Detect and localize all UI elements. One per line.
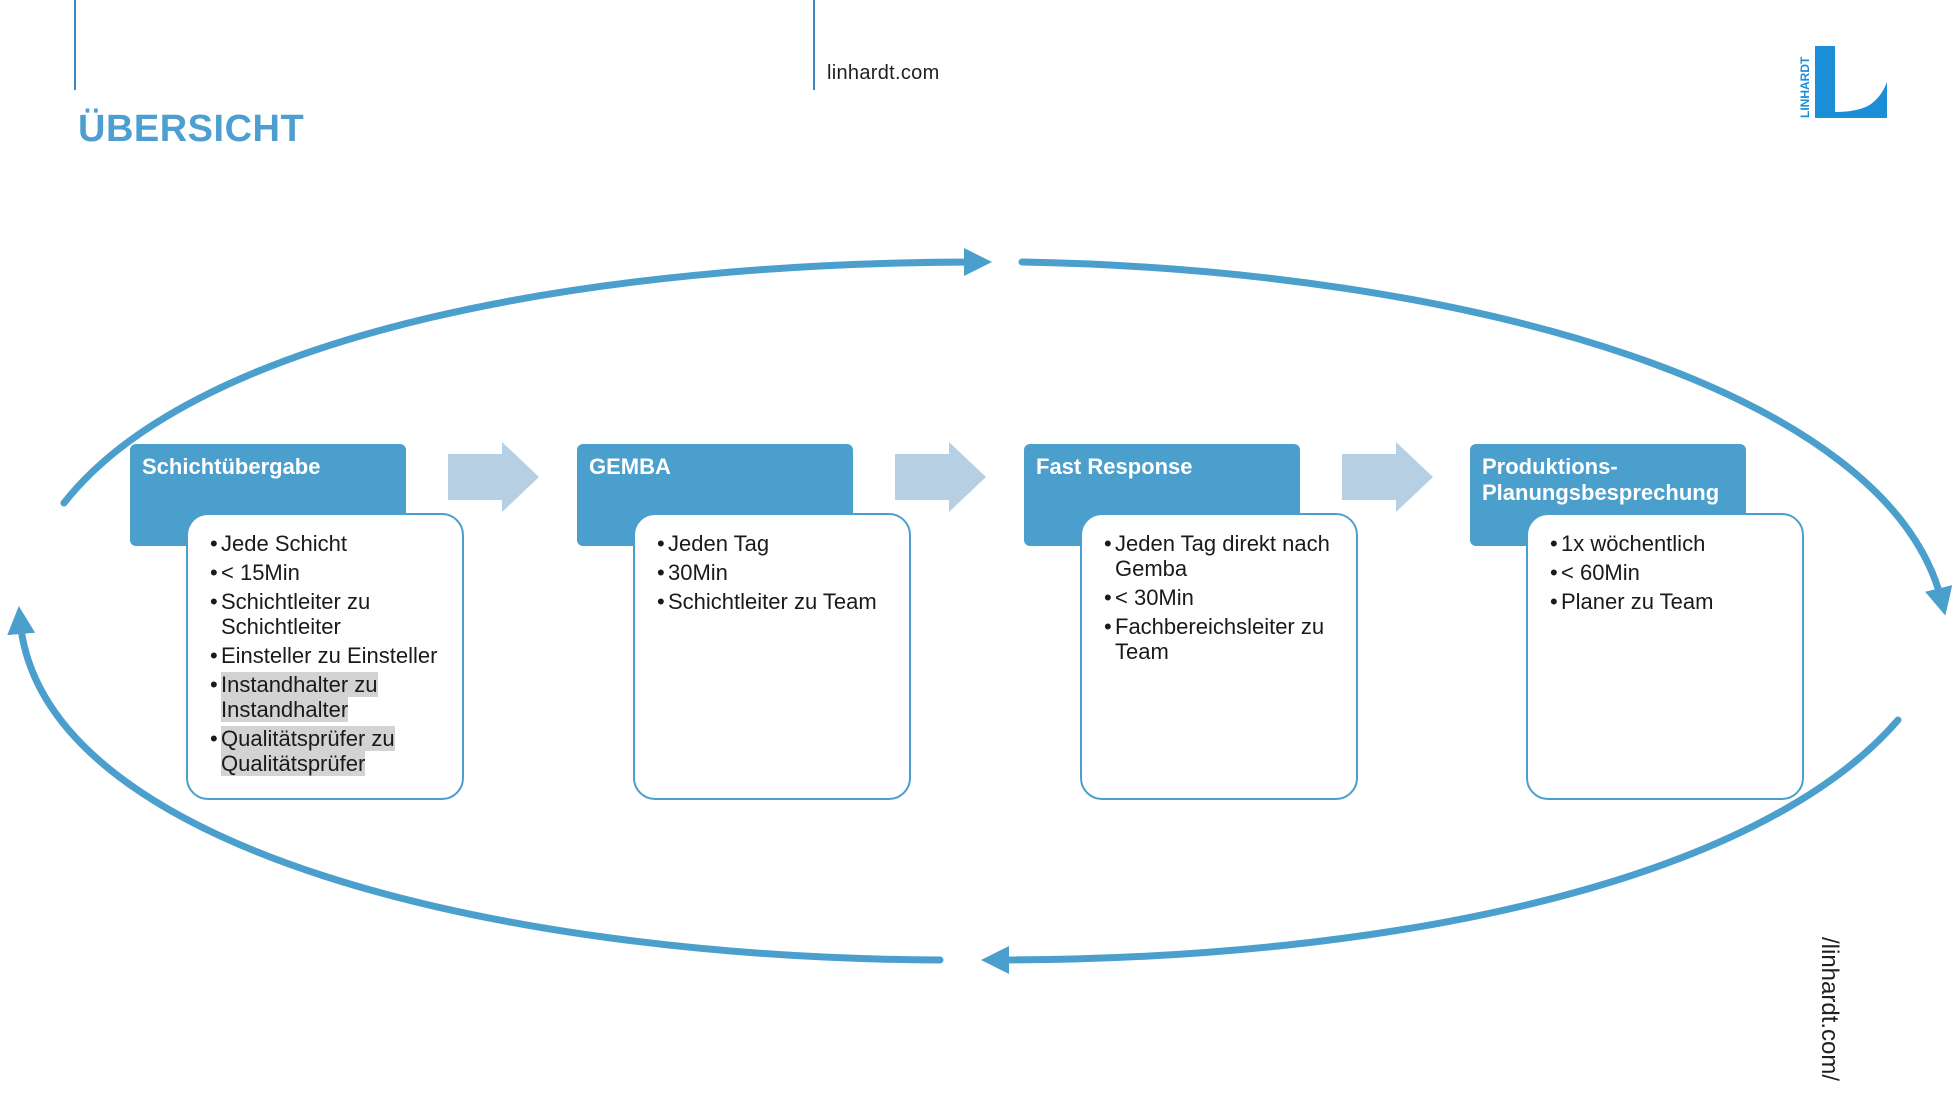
stage-item: Schichtleiter zu Team [657,589,901,614]
stage-item: 1x wöchentlich [1550,531,1794,556]
chevron-arrow-3 [1342,442,1433,512]
stage-item: Jeden Tag [657,531,901,556]
stage-details-box: Jede Schicht < 15MinSchichtleiter zu Schi… [186,513,464,800]
chevron-arrow-1 [448,442,539,512]
stage-item-text: < 30Min [1115,585,1194,610]
cycle-arrow-top-right [1018,258,1953,616]
stage-item-text: Planer zu Team [1561,589,1714,614]
stage-item-text: 30Min [668,560,728,585]
cycle-arrow-top-left [60,248,992,507]
stage-item-list: Jeden Tag direkt nach Gemba < 30MinFachbe… [1104,531,1348,664]
stage-item-text: Fachbereichsleiter zu Team [1115,614,1325,664]
header-divider-left [74,0,76,90]
stage-item: Fachbereichsleiter zu Team [1104,614,1348,664]
stage-item-text: Schichtleiter zu Team [668,589,877,614]
stage-item: Qualitätsprüfer zu Qualitätsprüfer [210,726,454,776]
stage-item-text: Einsteller zu Einsteller [221,643,438,668]
stage-item-text: Jeden Tag direkt nach Gemba [1115,531,1330,581]
cycle-arrow-bottom-left [7,606,944,964]
stage-item-text: Instandhalter zu Instandhalter [221,672,378,722]
page-title: ÜBERSICHT [78,108,305,150]
stage-item-text: 1x wöchentlich [1561,531,1706,556]
stage-item: Jeden Tag direkt nach Gemba [1104,531,1348,581]
stage-item: Schichtleiter zu Schichtleiter [210,589,454,639]
stage-details-box: 1x wöchentlich < 60MinPlaner zu Team [1526,513,1804,800]
stage-item: 30Min [657,560,901,585]
stage-item: < 30Min [1104,585,1348,610]
stage-item-list: Jeden Tag 30MinSchichtleiter zu Team [657,531,901,614]
stage-item: Jede Schicht [210,531,454,556]
site-url[interactable]: linhardt.com [827,62,940,84]
stage-item-list: 1x wöchentlich < 60MinPlaner zu Team [1550,531,1794,614]
stage-item: < 60Min [1550,560,1794,585]
chevron-arrow-2 [895,442,986,512]
stage-details-box: Jeden Tag 30MinSchichtleiter zu Team [633,513,911,800]
stage-item-list: Jede Schicht < 15MinSchichtleiter zu Schi… [210,531,454,776]
logo-wordmark: LINHARDT [1798,56,1812,118]
stage-item-text: < 60Min [1561,560,1640,585]
stage-item-text: Qualitätsprüfer zu Qualitätsprüfer [221,726,395,776]
stage-item: Einsteller zu Einsteller [210,643,454,668]
header-divider-right [813,0,815,90]
stage-item-text: Jeden Tag [668,531,770,556]
stage-item-text: Jede Schicht [221,531,347,556]
stage-item: Instandhalter zu Instandhalter [210,672,454,722]
stage-item-text: Schichtleiter zu Schichtleiter [221,589,371,639]
stage-details-box: Jeden Tag direkt nach Gemba < 30MinFachbe… [1080,513,1358,800]
cycle-arrow-bottom-right [981,716,1902,974]
stage-item: Planer zu Team [1550,589,1794,614]
linhardt-logo: LINHARDT [1795,42,1890,122]
stage-item-text: < 15Min [221,560,300,585]
stage-item: < 15Min [210,560,454,585]
